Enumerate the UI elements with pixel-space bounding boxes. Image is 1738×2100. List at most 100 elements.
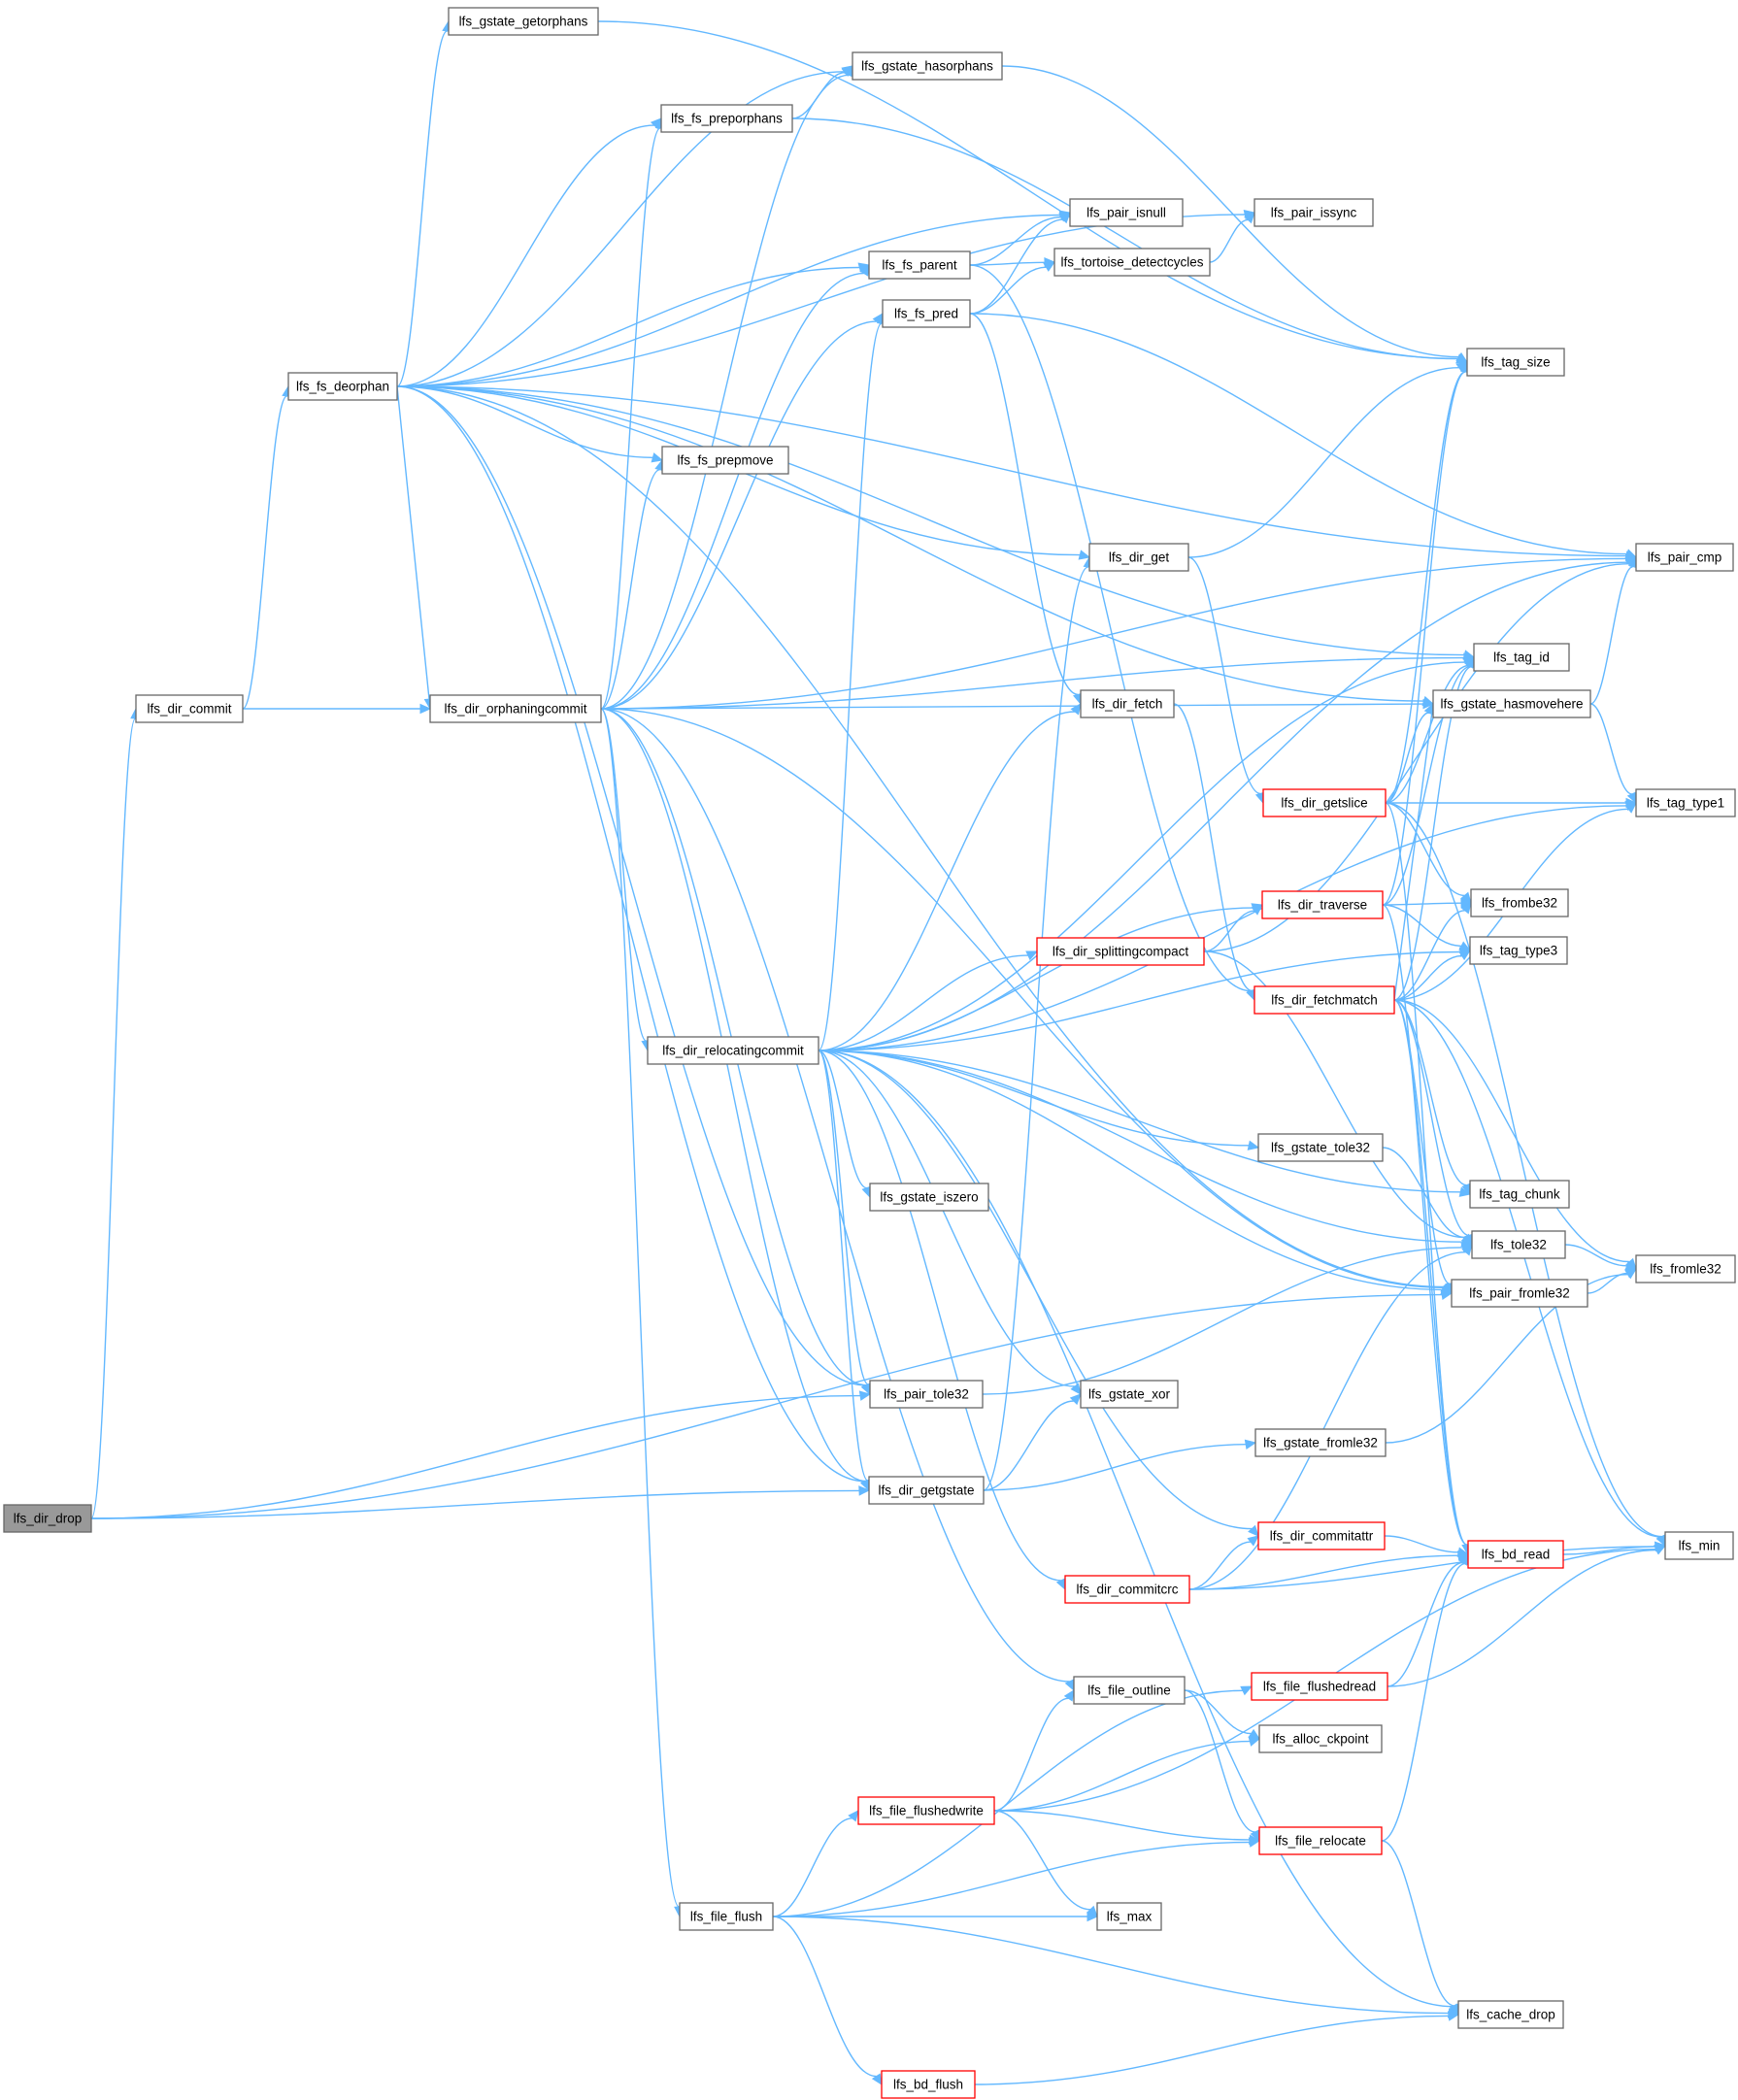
edge-arrowhead bbox=[1460, 902, 1472, 915]
node-lfs_dir_drop[interactable]: lfs_dir_drop bbox=[3, 1504, 92, 1533]
node-lfs_file_flushedread[interactable]: lfs_file_flushedread bbox=[1251, 1672, 1388, 1701]
node-lfs_tole32[interactable]: lfs_tole32 bbox=[1471, 1230, 1566, 1259]
edge-line bbox=[396, 71, 845, 387]
node-lfs_dir_fetchmatch[interactable]: lfs_dir_fetchmatch bbox=[1253, 985, 1395, 1015]
node-box bbox=[1251, 1672, 1388, 1701]
edge-arrowhead bbox=[859, 263, 870, 277]
node-lfs_dir_get[interactable]: lfs_dir_get bbox=[1088, 543, 1189, 572]
node-lfs_fs_preporphans[interactable]: lfs_fs_preporphans bbox=[660, 104, 793, 133]
node-lfs_gstate_iszero[interactable]: lfs_gstate_iszero bbox=[869, 1183, 989, 1212]
edge-line bbox=[1188, 1541, 1252, 1590]
edge-line bbox=[600, 708, 648, 1042]
node-lfs_min[interactable]: lfs_min bbox=[1664, 1531, 1734, 1560]
node-lfs_gstate_fromle32[interactable]: lfs_gstate_fromle32 bbox=[1254, 1428, 1387, 1457]
node-lfs_tag_chunk[interactable]: lfs_tag_chunk bbox=[1469, 1180, 1570, 1209]
node-lfs_alloc_ckpoint[interactable]: lfs_alloc_ckpoint bbox=[1258, 1724, 1383, 1753]
node-lfs_gstate_hasmovehere[interactable]: lfs_gstate_hasmovehere bbox=[1432, 689, 1591, 718]
edge-line bbox=[772, 1841, 1251, 1917]
node-box bbox=[1261, 890, 1384, 919]
node-lfs_pair_issync[interactable]: lfs_pair_issync bbox=[1253, 198, 1374, 227]
edge-lfs_dir_relocatingcommit-to-lfs_dir_commitattr bbox=[818, 1050, 1259, 1537]
node-lfs_fromle32[interactable]: lfs_fromle32 bbox=[1635, 1254, 1736, 1283]
node-lfs_fs_pred[interactable]: lfs_fs_pred bbox=[882, 299, 971, 328]
node-lfs_tortoise_detectcycles[interactable]: lfs_tortoise_detectcycles bbox=[1053, 248, 1211, 277]
node-lfs_dir_splittingcompact[interactable]: lfs_dir_splittingcompact bbox=[1036, 937, 1205, 966]
node-lfs_dir_fetch[interactable]: lfs_dir_fetch bbox=[1080, 689, 1175, 718]
node-lfs_fs_deorphan[interactable]: lfs_fs_deorphan bbox=[287, 372, 398, 401]
node-lfs_cache_drop[interactable]: lfs_cache_drop bbox=[1457, 2000, 1564, 2029]
node-lfs_dir_getslice[interactable]: lfs_dir_getslice bbox=[1262, 788, 1387, 817]
edge-line bbox=[1393, 999, 1470, 1237]
edge-line bbox=[818, 1050, 1443, 1291]
edge-line bbox=[1203, 950, 1466, 1239]
edge-lfs_fs_deorphan-to-lfs_pair_tole32 bbox=[396, 385, 871, 1396]
node-lfs_gstate_hasorphans[interactable]: lfs_gstate_hasorphans bbox=[852, 51, 1003, 81]
node-box bbox=[1253, 198, 1374, 227]
node-lfs_dir_relocatingcommit[interactable]: lfs_dir_relocatingcommit bbox=[647, 1036, 819, 1065]
node-lfs_tag_id[interactable]: lfs_tag_id bbox=[1473, 643, 1570, 672]
edge-lfs_fs_parent-to-lfs_dir_fetchmatch bbox=[969, 264, 1256, 1002]
node-lfs_gstate_tole32[interactable]: lfs_gstate_tole32 bbox=[1257, 1133, 1384, 1162]
edge-line bbox=[818, 711, 1076, 1051]
edge-lfs_file_relocate-to-lfs_bd_read bbox=[1381, 1552, 1470, 1842]
edge-lfs_file_flush-to-lfs_max bbox=[773, 1911, 1099, 1922]
edge-line bbox=[600, 708, 1444, 1288]
edge-line bbox=[90, 1489, 860, 1519]
edge-line bbox=[1393, 999, 1661, 1538]
node-lfs_gstate_getorphans[interactable]: lfs_gstate_getorphans bbox=[448, 7, 599, 36]
node-lfs_frombe32[interactable]: lfs_frombe32 bbox=[1470, 888, 1569, 917]
node-lfs_max[interactable]: lfs_max bbox=[1096, 1902, 1162, 1931]
edge-lfs_file_flush-to-lfs_bd_flush bbox=[772, 1916, 883, 2086]
node-lfs_dir_commitattr[interactable]: lfs_dir_commitattr bbox=[1257, 1521, 1386, 1550]
edge-line bbox=[1384, 1535, 1459, 1553]
edge-lfs_fs_deorphan-to-lfs_gstate_getorphans bbox=[396, 19, 452, 387]
node-lfs_dir_commit[interactable]: lfs_dir_commit bbox=[135, 694, 244, 723]
edge-lfs_dir_fetchmatch-to-lfs_min bbox=[1393, 999, 1666, 1548]
node-lfs_pair_fromle32[interactable]: lfs_pair_fromle32 bbox=[1451, 1279, 1588, 1308]
node-lfs_bd_read[interactable]: lfs_bd_read bbox=[1467, 1540, 1564, 1569]
node-lfs_pair_cmp[interactable]: lfs_pair_cmp bbox=[1635, 543, 1734, 572]
node-box bbox=[1258, 1826, 1383, 1855]
node-lfs_tag_type3[interactable]: lfs_tag_type3 bbox=[1469, 936, 1568, 965]
edge-lfs_dir_relocatingcommit-to-lfs_dir_traverse bbox=[818, 903, 1264, 1051]
edge-line bbox=[1393, 954, 1462, 1001]
edge-lfs_dir_traverse-to-lfs_frombe32 bbox=[1382, 897, 1473, 909]
edge-line bbox=[818, 1050, 1454, 2008]
edge-lfs_fs_pred-to-lfs_pair_isnull bbox=[969, 212, 1071, 315]
node-lfs_gstate_xor[interactable]: lfs_gstate_xor bbox=[1080, 1380, 1179, 1409]
node-label: lfs_fs_pred bbox=[894, 307, 958, 321]
node-box bbox=[852, 51, 1003, 81]
node-lfs_file_outline[interactable]: lfs_file_outline bbox=[1073, 1676, 1186, 1705]
node-lfs_fs_parent[interactable]: lfs_fs_parent bbox=[868, 250, 971, 280]
node-lfs_dir_getgstate[interactable]: lfs_dir_getgstate bbox=[868, 1476, 985, 1505]
node-lfs_dir_traverse[interactable]: lfs_dir_traverse bbox=[1261, 890, 1384, 919]
node-label: lfs_min bbox=[1679, 1539, 1721, 1553]
edge-line bbox=[1203, 910, 1255, 952]
edge-lfs_dir_orphaningcommit-to-lfs_fs_parent bbox=[600, 263, 870, 710]
edge-line bbox=[1382, 371, 1466, 906]
edge-lfs_dir_getgstate-to-lfs_gstate_fromle32 bbox=[983, 1439, 1257, 1491]
node-lfs_tag_type1[interactable]: lfs_tag_type1 bbox=[1635, 788, 1736, 817]
node-box bbox=[1258, 1724, 1383, 1753]
node-lfs_dir_commitcrc[interactable]: lfs_dir_commitcrc bbox=[1064, 1575, 1190, 1604]
edge-line bbox=[818, 322, 883, 1051]
edge-line bbox=[396, 214, 1061, 387]
edge-line bbox=[1393, 999, 1630, 1263]
node-lfs_bd_flush[interactable]: lfs_bd_flush bbox=[881, 2070, 976, 2099]
edge-line bbox=[1385, 371, 1466, 804]
edge-line bbox=[969, 264, 1252, 992]
node-box bbox=[1073, 1676, 1186, 1705]
node-lfs_file_flush[interactable]: lfs_file_flush bbox=[679, 1902, 774, 1931]
edge-lfs_dir_orphaningcommit-to-lfs_file_outline bbox=[600, 708, 1075, 1692]
edge-arrowhead bbox=[1654, 1544, 1667, 1554]
node-lfs_pair_isnull[interactable]: lfs_pair_isnull bbox=[1069, 198, 1184, 227]
node-lfs_dir_orphaningcommit[interactable]: lfs_dir_orphaningcommit bbox=[429, 694, 602, 723]
node-lfs_tag_size[interactable]: lfs_tag_size bbox=[1466, 348, 1565, 377]
edge-line bbox=[818, 1050, 1075, 1387]
edge-line bbox=[1001, 65, 1459, 358]
edge-line bbox=[1385, 712, 1429, 804]
node-lfs_pair_tole32[interactable]: lfs_pair_tole32 bbox=[869, 1380, 984, 1409]
node-lfs_file_flushedwrite[interactable]: lfs_file_flushedwrite bbox=[857, 1796, 995, 1825]
node-lfs_file_relocate[interactable]: lfs_file_relocate bbox=[1258, 1826, 1383, 1855]
node-lfs_fs_prepmove[interactable]: lfs_fs_prepmove bbox=[661, 446, 789, 475]
